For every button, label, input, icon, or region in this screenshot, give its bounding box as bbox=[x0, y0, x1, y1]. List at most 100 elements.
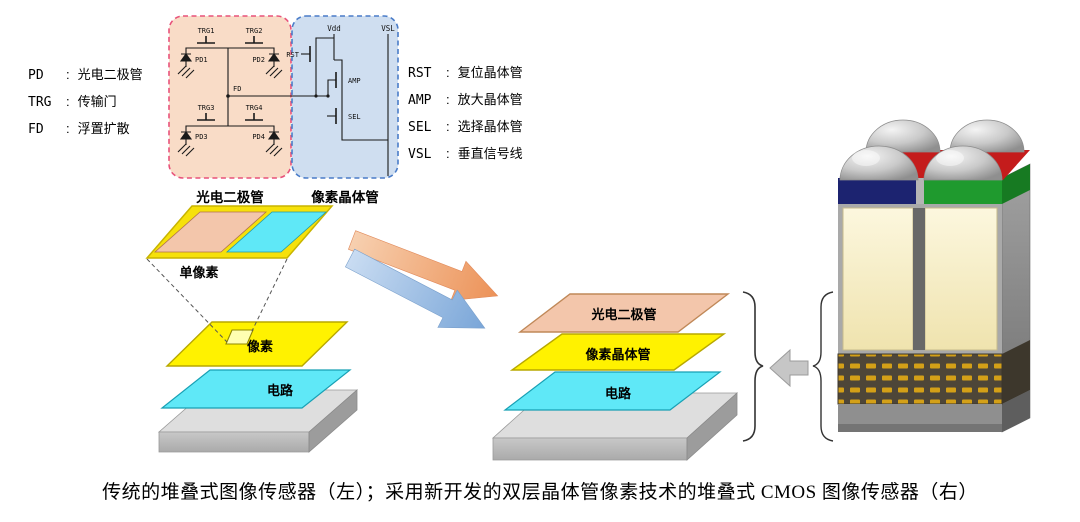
sensor-module-gap bbox=[913, 208, 925, 350]
legend-desc: 垂直信号线 bbox=[457, 146, 523, 161]
sensor-side-circuit bbox=[1002, 340, 1030, 404]
photodiode-block-right bbox=[924, 207, 998, 351]
label-sel: SEL bbox=[348, 113, 361, 121]
trg2-gate bbox=[245, 36, 263, 44]
label-pd4: PD4 bbox=[252, 133, 265, 141]
left-stack bbox=[145, 205, 359, 453]
photodiode-section-box bbox=[168, 15, 292, 179]
label-pd1: PD1 bbox=[195, 56, 208, 64]
legend-abbr: FD bbox=[28, 122, 44, 137]
legend-item-amp: AMP : 放大晶体管 bbox=[408, 89, 523, 116]
sensor-filter-green-band bbox=[922, 178, 1002, 204]
sensor-side-base bbox=[1002, 390, 1030, 432]
single-pixel-label: 单像素 bbox=[179, 265, 219, 280]
label-pd3: PD3 bbox=[195, 133, 208, 141]
stacked-cmos-sensor-3d bbox=[837, 119, 1031, 433]
label-pd2: PD2 bbox=[252, 56, 265, 64]
legend-abbr: RST bbox=[408, 66, 432, 81]
photodiode-4-icon bbox=[265, 131, 283, 157]
microlens-back-right-icon bbox=[949, 119, 1025, 153]
right-pixel-transistor-layer-label: 像素晶体管 bbox=[585, 347, 651, 362]
legend-desc: 放大晶体管 bbox=[457, 92, 523, 107]
legend-item-fd: FD : 浮置扩散 bbox=[28, 118, 143, 145]
mapping-annotation bbox=[742, 291, 834, 442]
photodiodes bbox=[177, 53, 283, 157]
legend-desc: 光电二极管 bbox=[77, 67, 143, 82]
pixel-circuit-schematic: TRG1 TRG2 TRG3 TRG4 PD1 PD2 PD3 PD4 FD V… bbox=[168, 15, 399, 179]
legend-abbr: SEL bbox=[408, 120, 432, 135]
right-stack bbox=[491, 293, 739, 461]
legend-item-trg: TRG : 传输门 bbox=[28, 91, 143, 118]
sensor-base-upper bbox=[838, 404, 1002, 424]
sensor-brace bbox=[812, 291, 834, 442]
pixel-cell-marker bbox=[225, 329, 254, 345]
left-circuit-layer-label: 电路 bbox=[266, 383, 293, 398]
legend-separator: : bbox=[66, 94, 70, 109]
pixel-transistor-section-label: 像素晶体管 bbox=[311, 190, 379, 205]
label-trg2: TRG2 bbox=[246, 27, 263, 35]
label-trg3: TRG3 bbox=[198, 104, 215, 112]
ground-hatch-icon bbox=[265, 65, 283, 79]
legend-abbr: TRG bbox=[28, 95, 52, 110]
single-pixel-photodiode-area bbox=[153, 211, 268, 253]
label-vsl: VSL bbox=[381, 24, 395, 33]
right-base-side bbox=[686, 392, 738, 461]
legend-separator: : bbox=[446, 92, 450, 107]
microlens-front-right-icon bbox=[923, 145, 1003, 181]
legend-separator: : bbox=[66, 121, 70, 136]
legend-item-sel: SEL : 选择晶体管 bbox=[408, 116, 523, 143]
label-trg4: TRG4 bbox=[246, 104, 263, 112]
right-photodiode-layer-label: 光电二极管 bbox=[591, 307, 657, 322]
projection-line-right bbox=[251, 258, 288, 332]
transition-arrows bbox=[344, 230, 499, 329]
projection-line-left bbox=[146, 258, 228, 343]
legend-desc: 选择晶体管 bbox=[457, 119, 523, 134]
label-fd: FD bbox=[233, 85, 241, 93]
sensor-filter-blue-band bbox=[838, 178, 918, 204]
legend-left: PD : 光电二极管 TRG : 传输门 FD : 浮置扩散 bbox=[28, 64, 143, 145]
right-circuit-layer-label: 电路 bbox=[604, 386, 631, 401]
legend-desc: 传输门 bbox=[77, 94, 117, 109]
sensor-side-filter-green bbox=[1002, 164, 1030, 204]
photodiode-2-icon bbox=[265, 53, 283, 79]
legend-item-vsl: VSL : 垂直信号线 bbox=[408, 143, 523, 170]
circuit-labels: TRG1 TRG2 TRG3 TRG4 PD1 PD2 PD3 PD4 FD V… bbox=[195, 24, 395, 141]
label-vdd: Vdd bbox=[327, 24, 341, 33]
left-base-side bbox=[308, 389, 358, 453]
junction-dots bbox=[226, 94, 330, 98]
right-pixel-transistor-layer bbox=[509, 333, 727, 371]
photodiode-3-icon bbox=[177, 131, 195, 157]
legend-separator: : bbox=[66, 67, 70, 82]
legend-right: RST : 复位晶体管 AMP : 放大晶体管 SEL : 选择晶体管 VSL … bbox=[408, 62, 523, 170]
left-base-front bbox=[158, 431, 310, 453]
right-base-front bbox=[492, 437, 688, 461]
right-stack-brace bbox=[742, 291, 764, 442]
legend-item-pd: PD : 光电二极管 bbox=[28, 64, 143, 91]
left-pixel-layer bbox=[165, 321, 349, 367]
sensor-base-lower bbox=[838, 424, 1002, 432]
ground-hatch-icon bbox=[177, 143, 195, 157]
trg4-gate bbox=[245, 113, 263, 121]
legend-separator: : bbox=[446, 65, 450, 80]
trg1-gate bbox=[197, 36, 215, 44]
microlens-front-left-icon bbox=[839, 145, 919, 181]
label-trg1: TRG1 bbox=[198, 27, 215, 35]
pixel-transistor-section-box bbox=[291, 15, 399, 179]
right-photodiode-layer bbox=[517, 293, 731, 333]
circuit-wires bbox=[185, 34, 389, 176]
right-circuit-layer bbox=[503, 371, 722, 411]
trg3-gate bbox=[197, 113, 215, 121]
figure-caption: 传统的堆叠式图像传感器（左）；采用新开发的双层晶体管像素技术的堆叠式 CMOS … bbox=[102, 482, 978, 503]
logic-circuit-layer bbox=[837, 353, 1003, 405]
photodiode-section-label: 光电二极管 bbox=[196, 190, 264, 205]
legend-item-rst: RST : 复位晶体管 bbox=[408, 62, 523, 89]
legend-desc: 浮置扩散 bbox=[77, 121, 130, 136]
label-rst: RST bbox=[286, 51, 299, 59]
photodiode-block-left bbox=[842, 207, 914, 351]
arrow-blue bbox=[344, 248, 486, 329]
left-pixel-layer-label: 像素 bbox=[246, 339, 273, 354]
label-amp: AMP bbox=[348, 77, 361, 85]
ground-hatch-icon bbox=[177, 65, 195, 79]
